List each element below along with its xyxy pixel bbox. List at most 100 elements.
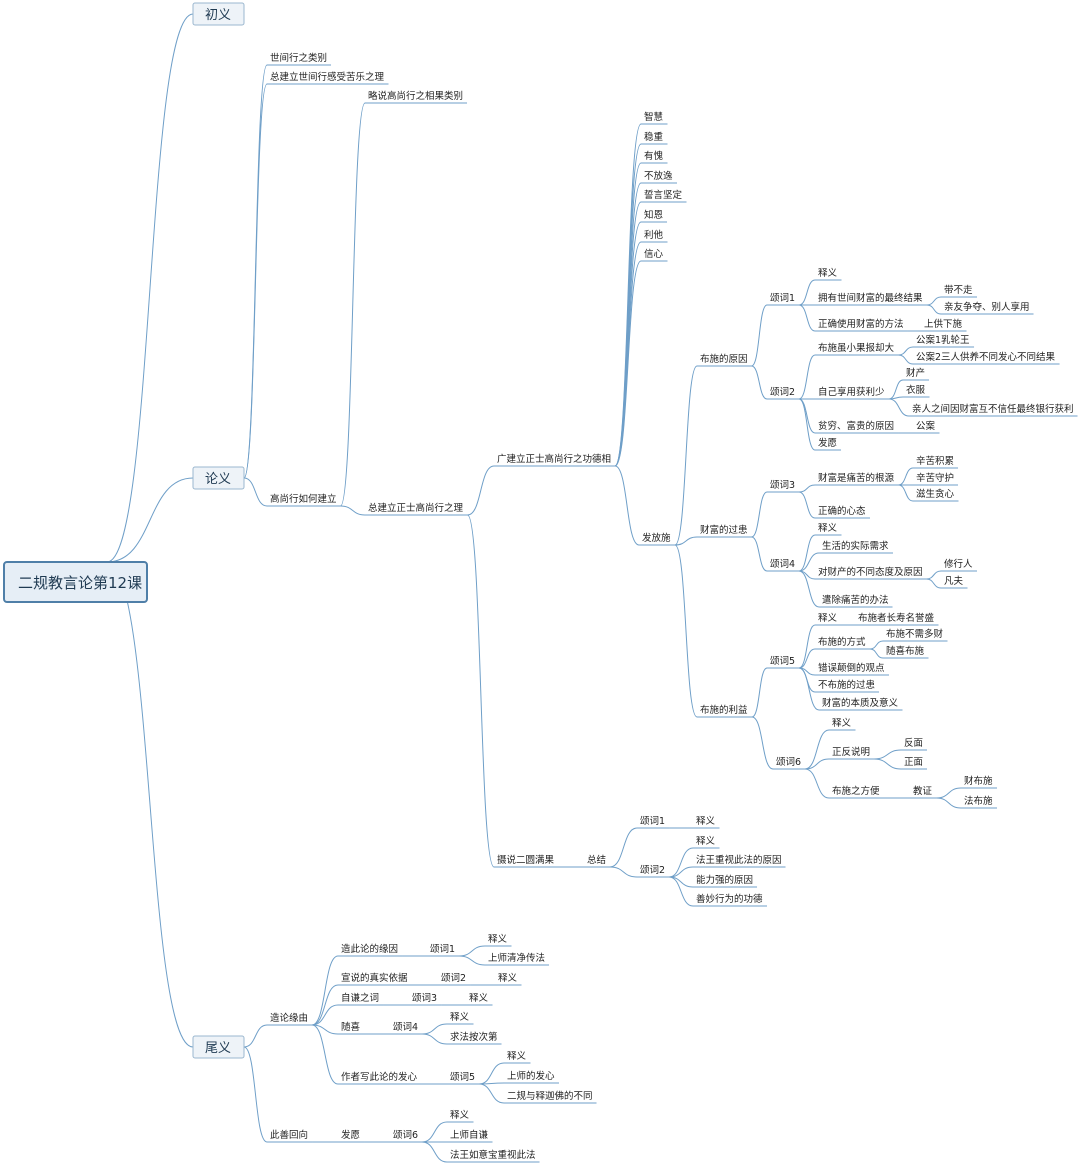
node-w-zhongshi: 法王如意宝重视此法	[450, 1149, 536, 1161]
connector	[799, 484, 816, 493]
section-lunyi: 论义	[205, 472, 231, 487]
node-s2: 颂词2	[770, 387, 795, 398]
connector	[798, 624, 816, 669]
node-s2-fayuan: 发愿	[818, 437, 837, 449]
node-s4-xuqiu: 生活的实际需求	[822, 540, 889, 552]
connector	[798, 534, 816, 572]
node-gaoshangxing-jianli: 高尚行如何建立	[270, 493, 337, 505]
node-s6-shiyi: 释义	[832, 717, 852, 729]
connector	[421, 1121, 448, 1143]
connector	[798, 398, 816, 451]
node-w-sc6: 颂词6	[393, 1130, 418, 1141]
virtue-zhien: 知恩	[644, 209, 663, 221]
connector	[243, 477, 268, 507]
node-s6-zhengmian: 正面	[904, 757, 923, 768]
connector	[874, 749, 902, 760]
connector	[312, 1024, 339, 1035]
node-caifu-guohuan: 财富的过患	[700, 524, 748, 536]
node-s2-gongan: 公案	[916, 420, 936, 432]
connector	[467, 514, 495, 868]
connector	[669, 866, 694, 878]
section-weiyi: 尾义	[205, 1041, 231, 1056]
node-s1-zuizhong: 拥有世间财富的最终结果	[818, 292, 923, 304]
node-zaolun-yuanyou: 造论缘由	[270, 1012, 308, 1024]
node-s6-fabushi: 法布施	[964, 795, 993, 807]
node-zj2-nl: 能力强的原因	[696, 874, 753, 886]
node-faxin: 作者写此论的发心	[341, 1071, 418, 1083]
node-s4: 颂词4	[770, 559, 795, 570]
node-s5-bububi: 不布施的过患	[818, 679, 875, 691]
node-bushi-yuanyin: 布施的原因	[700, 353, 748, 365]
node-s5-suixi: 随喜布施	[886, 645, 925, 657]
connector	[869, 648, 884, 659]
connector	[609, 827, 638, 868]
node-s4-xiuxing: 修行人	[944, 558, 973, 570]
node-s1-fangfa: 正确使用财富的方法	[818, 318, 904, 330]
node-zongjianli-kule: 总建立世间行感受苦乐之理	[270, 71, 385, 83]
node-s4-banfa: 遣除痛苦的办法	[822, 594, 889, 606]
connector	[422, 1033, 448, 1045]
node-zaocilun: 造此论的缘因	[341, 943, 398, 955]
node-guangjianli: 广建立正士高尚行之功德相	[497, 453, 611, 465]
virtue-xinxin: 信心	[644, 248, 664, 260]
node-w-sc5: 颂词5	[450, 1072, 475, 1083]
connector	[751, 365, 768, 400]
connector	[888, 379, 904, 400]
node-zj2-sm: 善妙行为的功德	[696, 893, 763, 905]
connector	[674, 536, 698, 546]
node-w-fayuan: 发愿	[341, 1129, 360, 1141]
node-bushi-liyi: 布施的利益	[700, 704, 748, 716]
connector	[898, 346, 914, 356]
node-w-sc3: 颂词3	[412, 993, 437, 1004]
node-shijianxing-leibie: 世间行之类别	[270, 52, 327, 64]
node-fafangshi: 发放施	[642, 532, 671, 544]
node-zj1: 颂词1	[640, 816, 665, 827]
section-lunyi-box[interactable]	[192, 466, 245, 490]
node-s4-fanfu: 凡夫	[944, 575, 964, 587]
node-s1-shiyi: 释义	[818, 267, 838, 279]
node-s1: 颂词1	[770, 293, 795, 304]
connector	[751, 304, 768, 367]
node-s6-caibushi: 财布施	[964, 775, 993, 787]
connector	[668, 876, 694, 907]
node-zongjie: 总结	[587, 854, 606, 866]
node-s3-x3: 滋生贪心	[916, 488, 955, 500]
connector	[898, 484, 914, 502]
connector	[614, 260, 642, 467]
node-zj2: 颂词2	[640, 865, 665, 876]
connector	[798, 304, 816, 332]
connector	[459, 955, 486, 966]
section-chuyi: 初义	[205, 8, 231, 23]
node-s2-pinqiong: 贫穷、富贵的原因	[818, 420, 894, 432]
node-w-sy3: 释义	[469, 992, 489, 1004]
node-huixiang: 此善回向	[270, 1129, 308, 1141]
node-w-sy2: 释义	[498, 972, 518, 984]
connector	[106, 477, 194, 563]
connector	[311, 1024, 339, 1085]
connector	[926, 296, 942, 306]
node-zj2-shiyi: 释义	[696, 835, 716, 847]
root-node-box[interactable]	[3, 561, 148, 603]
connector	[614, 241, 642, 467]
section-chuyi-box[interactable]	[192, 2, 245, 26]
connector	[751, 716, 774, 770]
connector	[804, 768, 830, 799]
section-weiyi-box[interactable]	[192, 1035, 245, 1059]
node-s5: 颂词5	[770, 656, 795, 667]
connector	[340, 505, 366, 516]
connector	[805, 758, 830, 770]
connector	[478, 1083, 505, 1104]
connector	[467, 465, 495, 516]
node-w-sy4: 释义	[450, 1011, 470, 1023]
connector	[610, 866, 638, 878]
node-s1-z2: 亲友争夺、别人享用	[944, 301, 1030, 313]
node-s5-cuowu: 错误颠倒的观点	[818, 662, 885, 674]
connector	[668, 847, 694, 878]
connector	[674, 544, 698, 718]
node-s2-bushi: 布施虽小果报却大	[818, 342, 895, 354]
connector	[340, 102, 366, 507]
connector	[936, 787, 962, 799]
connector	[243, 1046, 268, 1143]
node-s2-qr: 亲人之间因财富互不信任最终银行获利	[912, 403, 1074, 415]
